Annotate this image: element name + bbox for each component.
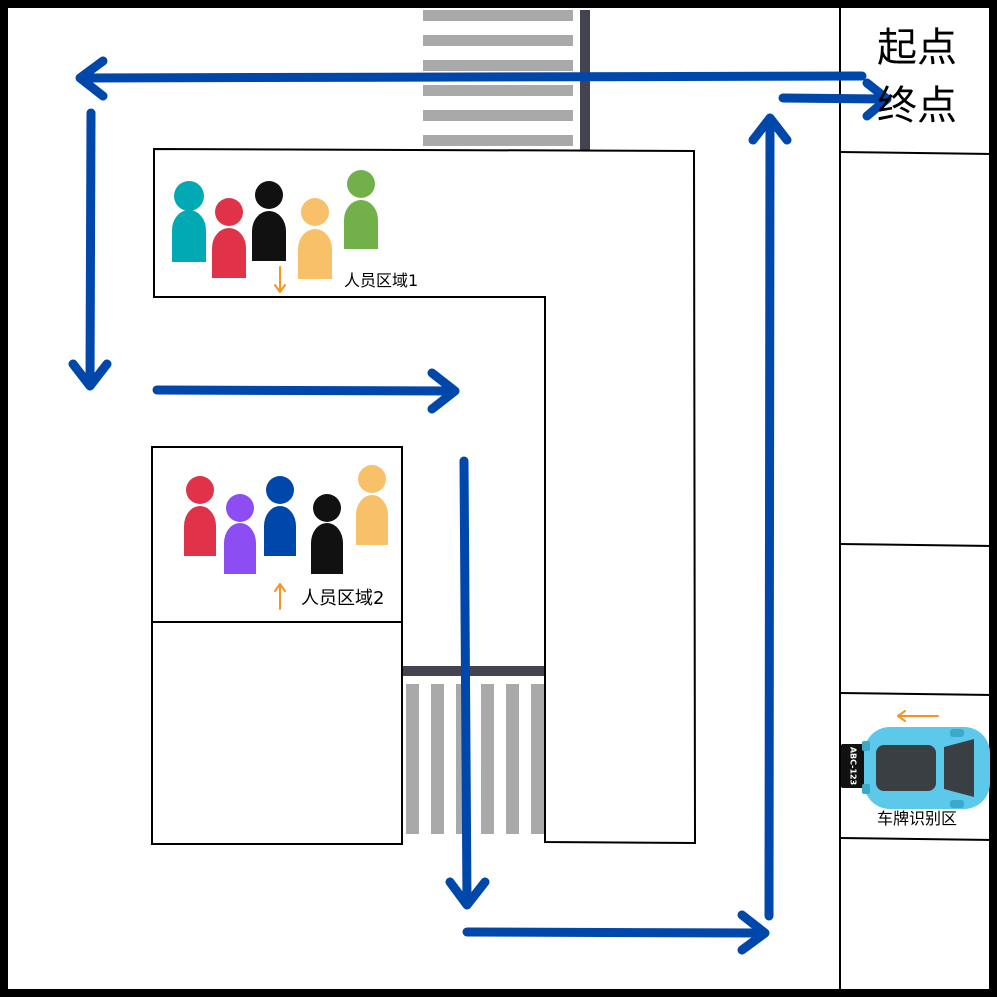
start-label: 起点 xyxy=(877,25,957,71)
direction-arrow-icon xyxy=(274,266,286,293)
person-icon xyxy=(184,476,216,556)
zone1-people xyxy=(172,170,378,279)
person-icon xyxy=(344,170,378,249)
license-plate xyxy=(841,744,865,788)
license-plate-text: ABC-123 xyxy=(849,747,858,785)
person-icon xyxy=(172,181,206,262)
end-label: 终点 xyxy=(877,83,957,129)
zone2-label: 人员区域2 xyxy=(301,588,385,609)
route-arrow-left-down xyxy=(68,108,112,391)
person-icon xyxy=(356,465,388,545)
person-icon xyxy=(252,181,286,261)
route-arrow-center-down xyxy=(445,456,490,910)
route-arrow-middle-right xyxy=(152,368,460,414)
building-l-shape xyxy=(153,147,697,845)
bottom-gate-bar xyxy=(403,666,544,676)
right-lane xyxy=(839,4,994,993)
person-icon xyxy=(224,494,256,574)
bottom-crosswalk xyxy=(406,684,544,834)
person-icon xyxy=(298,198,332,279)
route-arrow-to-end xyxy=(778,78,892,121)
person-icon xyxy=(311,494,343,574)
direction-arrow-icon xyxy=(274,583,286,610)
person-icon xyxy=(212,198,246,278)
direction-arrow-icon xyxy=(897,710,939,722)
route-arrow-bottom-right xyxy=(462,910,770,955)
zone2-people xyxy=(184,465,388,574)
route-arrows xyxy=(68,56,892,955)
route-arrow-right-up xyxy=(748,113,792,921)
zone1-label: 人员区域1 xyxy=(344,271,419,290)
car-icon: ABC-123 xyxy=(841,727,990,809)
route-arrow-top-left xyxy=(75,56,867,101)
plate-recognition-zone-label: 车牌识别区 xyxy=(877,809,958,828)
top-crosswalk xyxy=(423,10,573,146)
person-icon xyxy=(264,476,296,556)
building-zone2-block xyxy=(151,446,403,845)
